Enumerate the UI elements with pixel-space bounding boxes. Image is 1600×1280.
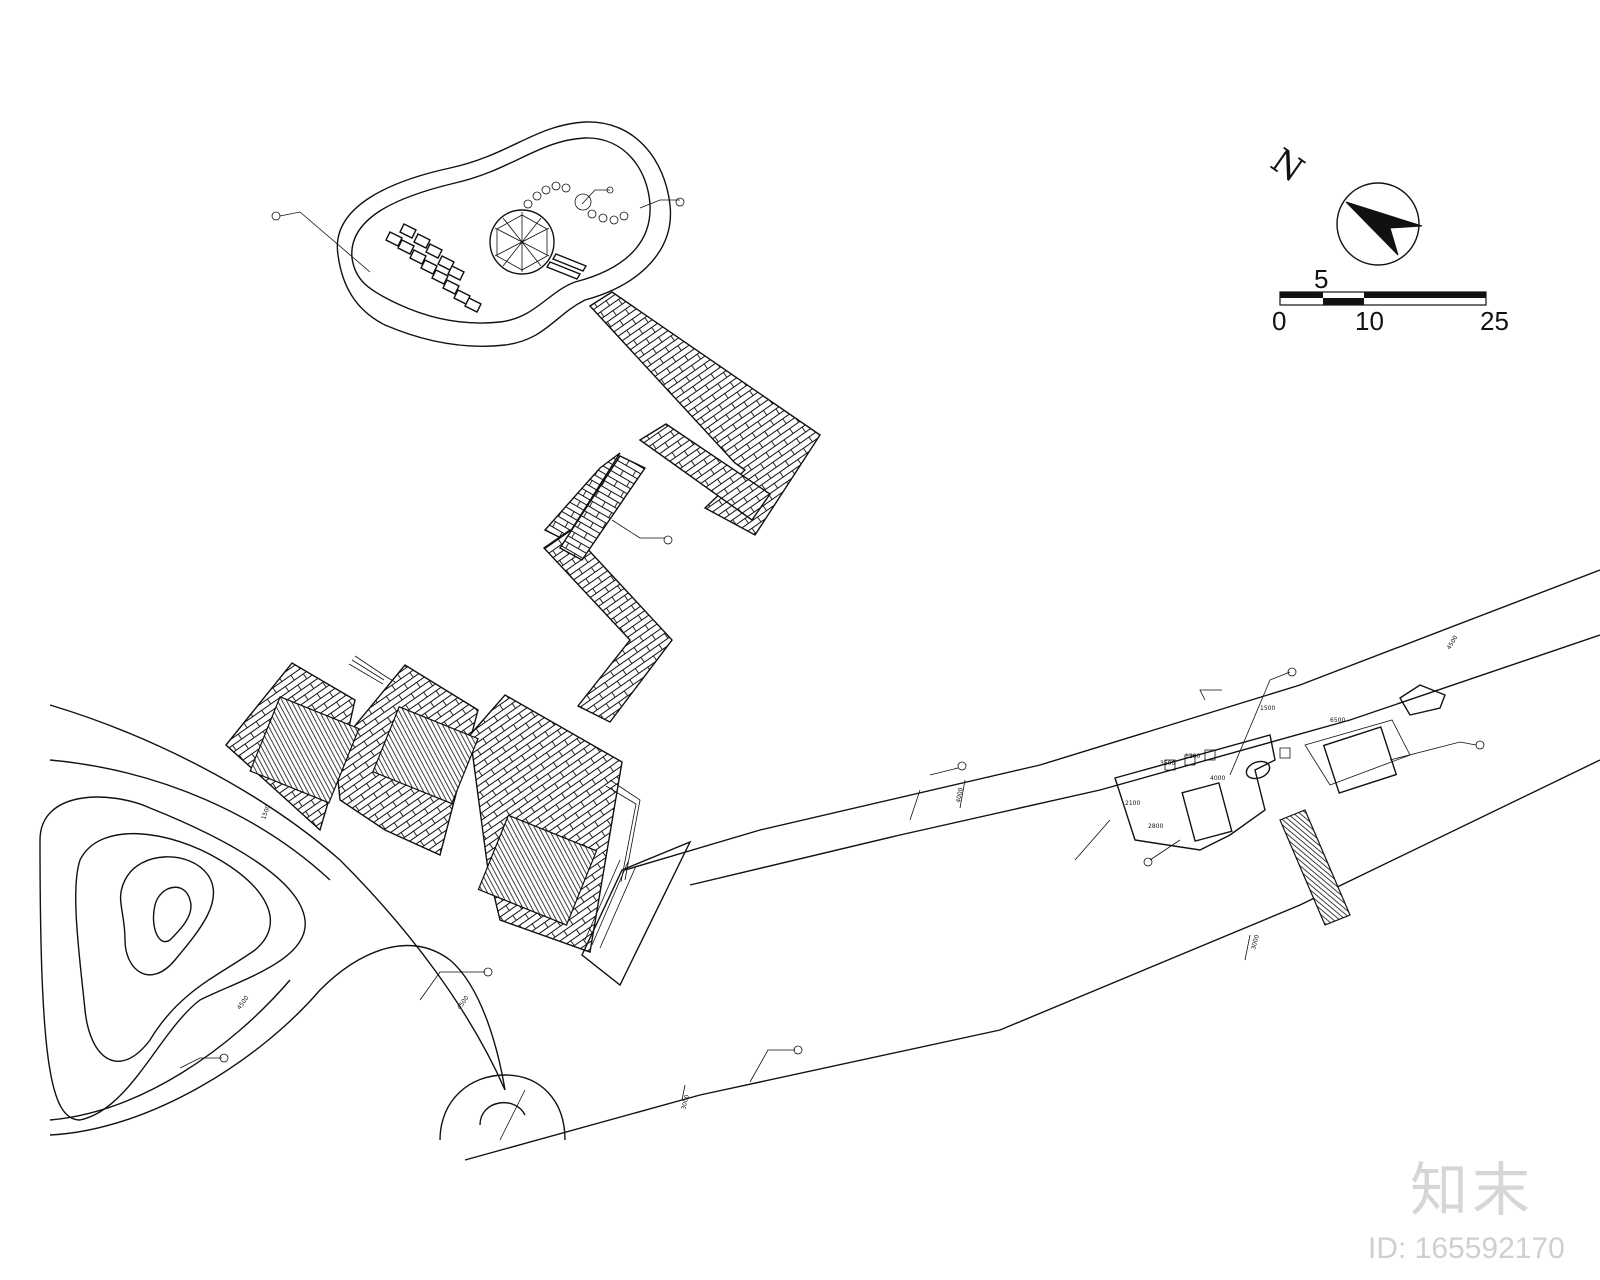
building-leaders <box>1149 671 1291 861</box>
building-group <box>1114 667 1485 926</box>
leader-marker <box>1143 857 1153 867</box>
leader-marker <box>1287 667 1297 677</box>
scale-label-25: 25 <box>1480 306 1509 336</box>
plaza <box>225 655 692 987</box>
dim-label: 2100 <box>1125 800 1140 807</box>
north-arrow: N <box>1264 141 1423 266</box>
north-arrow-pointer <box>1345 201 1423 256</box>
leader-marker <box>663 535 673 545</box>
path-segment-1 <box>588 291 821 536</box>
pergola-deck-right <box>477 814 598 926</box>
path-segment-5 <box>559 455 647 561</box>
road-upper-edge <box>624 569 1600 871</box>
building-leader-right <box>1389 741 1477 761</box>
gazebo-circle <box>489 209 555 275</box>
building-oval <box>1245 760 1271 780</box>
curve-boundary-2 <box>49 759 331 881</box>
scale-bar: 5 0 10 25 <box>1272 264 1509 336</box>
dim-label: 3000 <box>680 1094 691 1111</box>
stepping-stone-blocks <box>385 223 588 313</box>
roundabout-inner <box>479 1101 526 1126</box>
leader-marker <box>483 967 493 977</box>
dim-label: 6500 <box>1330 717 1345 724</box>
pond-inner-edge <box>351 137 651 324</box>
north-arrow-circle <box>1336 182 1420 266</box>
north-label: N <box>1264 141 1311 191</box>
road-upper-edge-2 <box>689 634 1600 886</box>
dim-label: 4500 <box>1446 634 1460 651</box>
gazebo-hexagon <box>496 214 548 271</box>
building-small-squares <box>1164 747 1291 771</box>
road-lower-edge <box>464 759 1600 1161</box>
scale-label-10: 10 <box>1355 306 1384 336</box>
dimension-labels: 4500 6500 1500 1200 3500 4000 2100 2800 … <box>236 634 1460 1110</box>
path-segment-2 <box>638 423 771 521</box>
mound-contour-mid <box>75 833 272 1062</box>
scale-label-top: 5 <box>1314 264 1328 294</box>
garden-mound <box>39 704 566 1141</box>
mound-peak <box>152 886 192 943</box>
plaza-edge-steps <box>348 655 641 883</box>
curve-walk-inner <box>49 979 291 1121</box>
dim-label: 3500 <box>1160 760 1175 767</box>
mound-contour-inner <box>119 856 215 976</box>
dim-label: 3000 <box>1250 934 1261 951</box>
watermark: 知末 ID: 165592170 <box>1368 1156 1565 1265</box>
dim-label: 2800 <box>1148 823 1163 830</box>
dim-label: 4000 <box>1210 775 1225 782</box>
leader-line-stones <box>581 189 610 205</box>
leader-marker <box>219 1053 229 1063</box>
road-dimension-tick <box>681 779 1251 1101</box>
leader-marker <box>957 761 967 771</box>
garden-leaders <box>179 971 526 1141</box>
tree-symbol <box>1399 684 1446 716</box>
leader-marker <box>675 197 685 207</box>
building-inner-room <box>1181 782 1233 842</box>
pond-island <box>271 121 685 347</box>
leader-marker <box>1475 740 1485 750</box>
leader-line-pond <box>279 211 371 273</box>
dim-label: 4500 <box>236 994 251 1011</box>
roundabout-circle <box>439 1074 566 1141</box>
building-tank <box>1322 726 1398 794</box>
pergola-deck-mid <box>372 706 479 805</box>
leader-marker <box>606 186 614 194</box>
dim-label: 1200 <box>1185 753 1200 760</box>
dim-label: 4000 <box>955 787 965 803</box>
dim-label: 1500 <box>1260 705 1275 712</box>
building-outline <box>1114 734 1276 851</box>
boardwalk <box>1279 809 1351 926</box>
pergola-deck-left <box>249 696 360 804</box>
pond-outer-edge <box>336 121 672 347</box>
mound-contour-outer <box>39 796 306 1121</box>
stepping-stone-circles <box>523 181 629 225</box>
plaza-entrance-walk <box>581 840 692 987</box>
leader-marker <box>271 211 281 221</box>
watermark-logo: 知末 <box>1410 1156 1534 1224</box>
scale-label-0: 0 <box>1272 306 1286 336</box>
dim-label: 1500 <box>260 804 272 821</box>
curve-boundary-top <box>49 704 506 1091</box>
leader-marker <box>793 1045 803 1055</box>
dim-label: 4500 <box>456 994 471 1011</box>
curve-walk-outer <box>49 944 506 1136</box>
gazebo-roof-lines <box>494 212 550 272</box>
watermark-id: ID: 165592170 <box>1368 1232 1565 1265</box>
road-leaders <box>749 767 1111 1083</box>
path-segment-4 <box>542 529 673 723</box>
roads <box>464 569 1600 1161</box>
zigzag-paved-path <box>542 291 821 723</box>
leader-line-pond-right <box>639 199 680 209</box>
path-leader <box>611 519 665 539</box>
plaza-stair-lines <box>584 859 637 949</box>
